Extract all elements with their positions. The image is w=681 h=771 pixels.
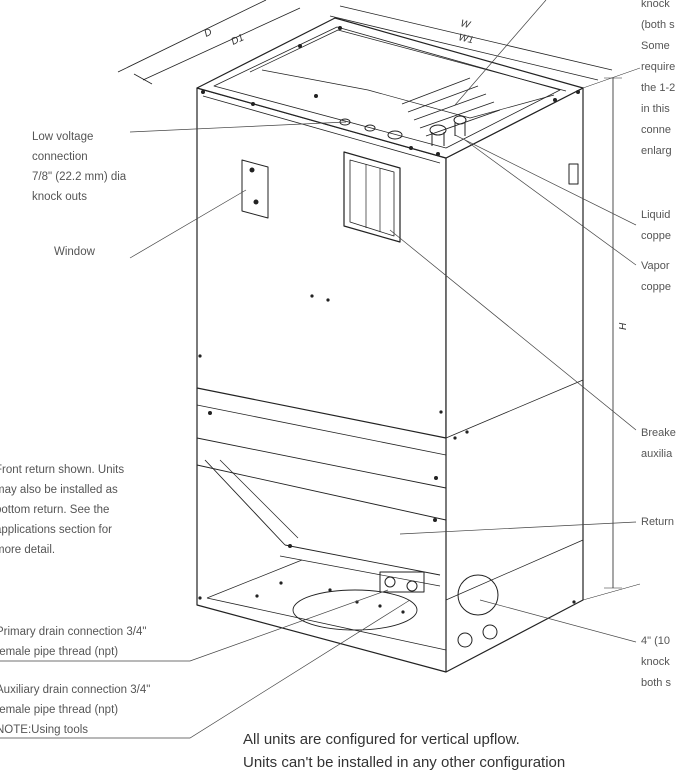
lower-open-section — [196, 388, 584, 673]
cabinet-side-panel — [445, 87, 584, 673]
footer-line-1: All units are configured for vertical up… — [243, 731, 520, 748]
window-plate — [241, 159, 269, 219]
heater-coils — [401, 77, 501, 137]
leader-window — [129, 189, 247, 259]
footer-line-2: Units can't be installed in any other co… — [243, 754, 566, 771]
dim-line-d1 — [142, 7, 301, 81]
leader-primary-drain — [0, 589, 389, 662]
side-handle — [568, 163, 579, 185]
drain-ports — [379, 571, 425, 593]
leader-vapor — [464, 139, 637, 266]
label-front-return: Front return shown. Units may also be in… — [0, 464, 125, 556]
label-window: Window — [54, 246, 95, 258]
breaker-panel — [343, 151, 401, 243]
leader-liquid — [454, 134, 637, 226]
leader-low-voltage — [129, 121, 347, 133]
dim-line-w — [339, 5, 613, 71]
side-knockout-4in — [457, 574, 499, 616]
refrigerant-fittings — [339, 115, 467, 146]
dim-label-d1: D1 — [230, 32, 246, 47]
leader-top-right — [454, 0, 547, 106]
dim-label-h: H — [618, 322, 629, 330]
dim-label-w1: W1 — [457, 32, 474, 46]
label-auxiliary-drain: Auxiliary drain connection 3/4" female p… — [0, 684, 151, 736]
dim-label-d: D — [203, 27, 214, 40]
leader-auxiliary-drain — [0, 599, 411, 739]
label-breaker: Breake auxilia — [641, 427, 676, 460]
dim-label-w: W — [459, 18, 472, 31]
label-right-top: knock (both s Some require the 1-2 in th… — [641, 0, 676, 157]
label-knockout-4in: 4" (10 knock both s — [641, 635, 671, 689]
label-primary-drain: Primary drain connection 3/4" female pip… — [0, 626, 147, 658]
leader-knockout — [479, 599, 637, 643]
label-low-voltage: Low voltage connection 7/8" (22.2 mm) di… — [32, 131, 127, 203]
leader-breaker — [389, 229, 637, 431]
label-return: Return — [641, 516, 675, 528]
screw-dots — [198, 26, 580, 614]
bottom-return-opening — [292, 589, 418, 631]
dim-line-d — [117, 0, 267, 73]
dim-line-w1 — [329, 15, 599, 81]
label-vapor: Vapor coppe — [641, 260, 671, 293]
leader-return — [399, 521, 637, 535]
label-liquid: Liquid coppe — [641, 209, 671, 242]
